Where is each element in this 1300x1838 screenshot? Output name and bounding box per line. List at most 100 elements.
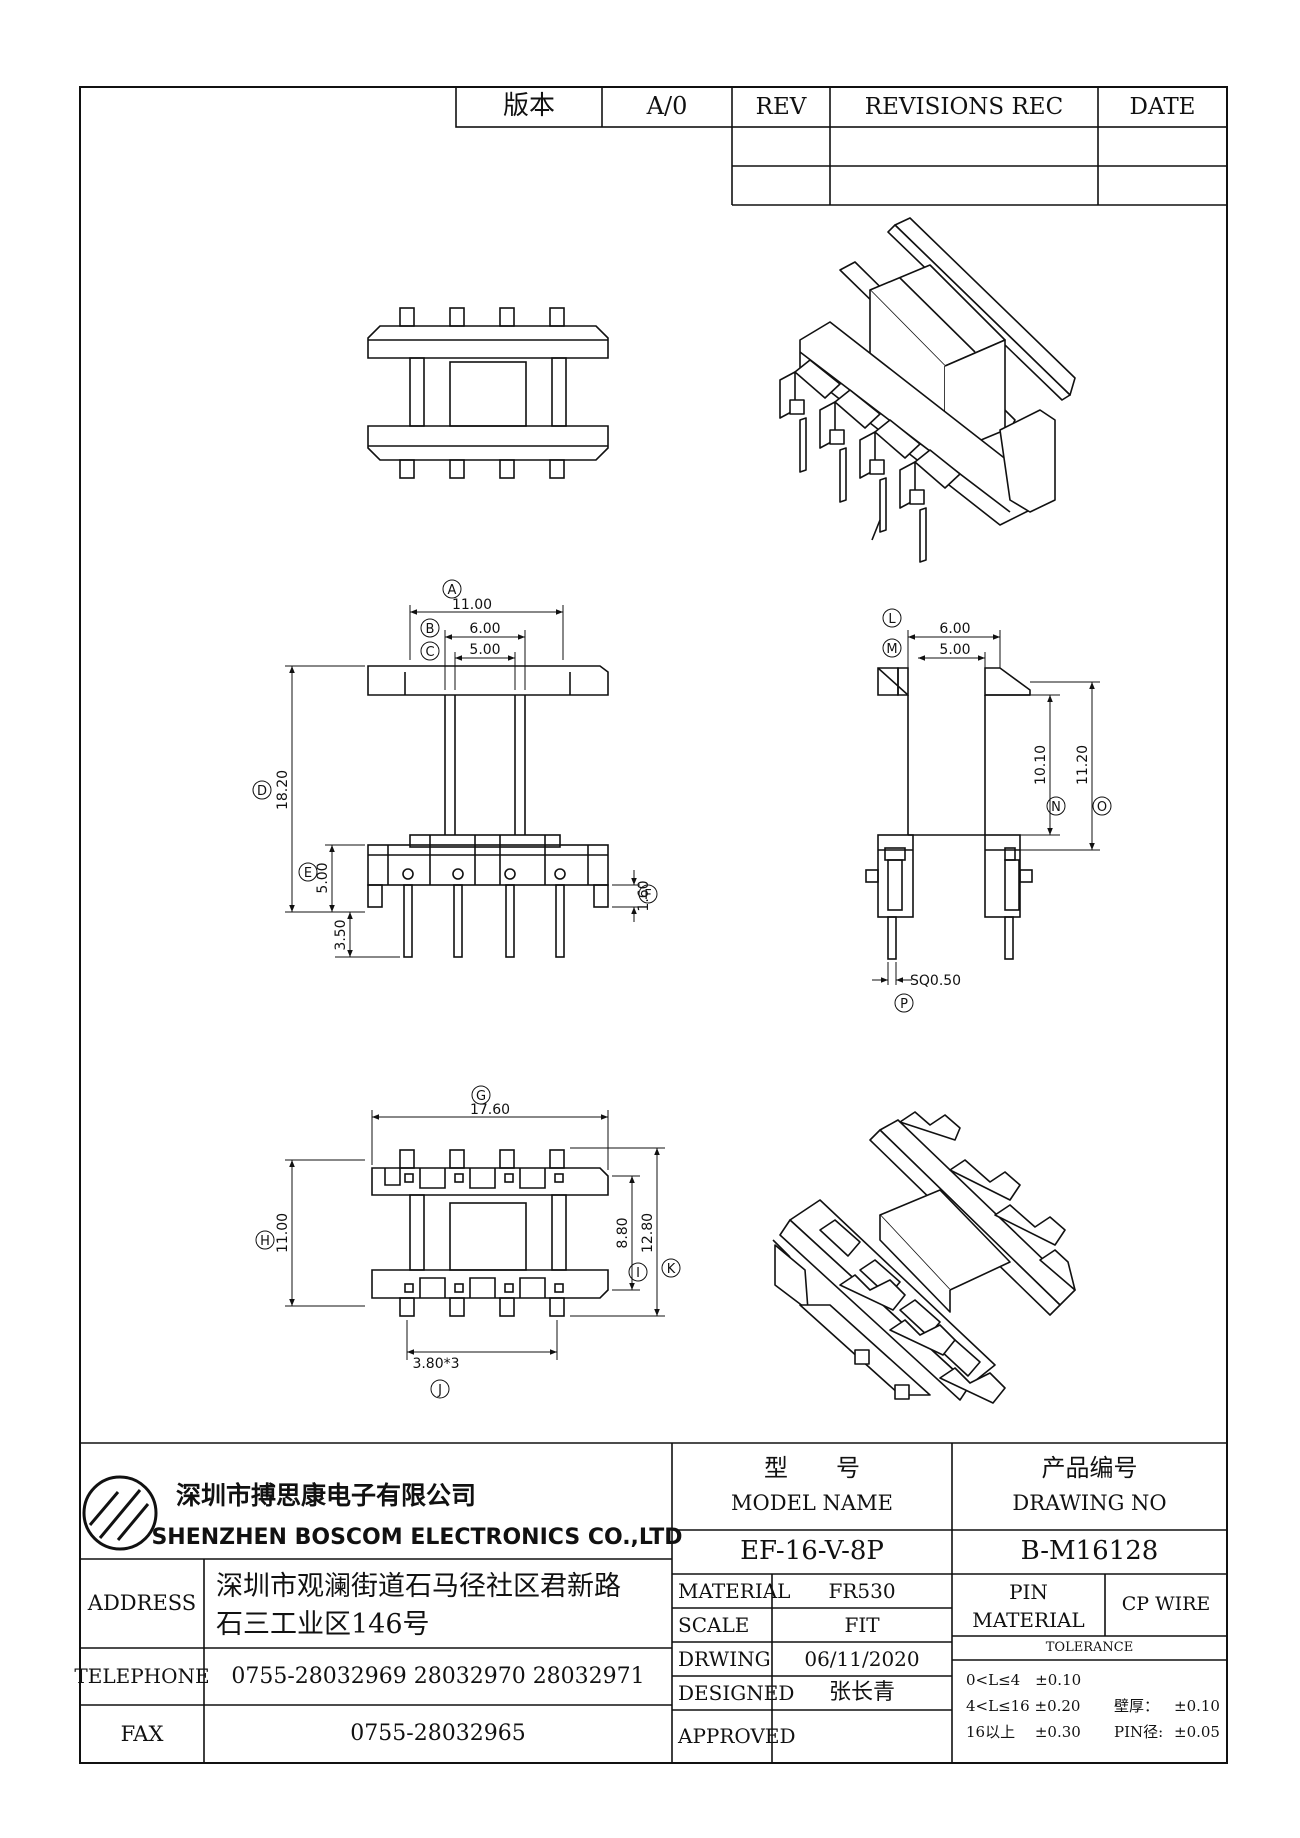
dim-f-value: 1.60 (636, 880, 652, 911)
dim-h-value: 11.00 (275, 1213, 291, 1253)
dim-k-value: 12.80 (640, 1213, 656, 1253)
isometric-view-bottom (772, 1111, 1076, 1404)
company-logo (82, 1475, 158, 1551)
balloon-f: F (638, 884, 658, 904)
model-name-cn: 型 号 (764, 1454, 860, 1483)
top-view (367, 307, 609, 479)
pin-diameter-value: ±0.05 (1174, 1723, 1220, 1742)
pin-material-label-1: PIN (1009, 1579, 1048, 1604)
designed-value: 张长青 (828, 1680, 895, 1706)
reference-balloons: A B C D E F L M N O P G H I K J (252, 579, 1112, 1399)
dim-p-value: SQ0.50 (910, 973, 961, 989)
rev-header: REV (755, 93, 807, 120)
drawing-no-value: B-M16128 (1020, 1536, 1159, 1567)
svg-text:H: H (260, 1234, 270, 1249)
approved-label: APPROVED (678, 1724, 796, 1748)
dim-j-value: 3.80*3 (412, 1356, 459, 1372)
drawing-no-en: DRAWING NO (1012, 1490, 1167, 1515)
svg-text:N: N (1051, 800, 1061, 815)
tolerance-row-1: 0<L≤4 ±0.10 (966, 1671, 1082, 1690)
title-block-grid (80, 1442, 1227, 1763)
tolerance-label: TOLERANCE (1045, 1639, 1134, 1655)
dim-pin-length-value: 3.50 (333, 919, 349, 950)
svg-text:I: I (636, 1266, 640, 1281)
balloon-g: G (471, 1085, 491, 1105)
version-label: 版本 (502, 91, 555, 122)
fax-label: FAX (120, 1721, 164, 1746)
dim-o-value: 11.20 (1075, 745, 1091, 785)
balloon-e: E (298, 862, 318, 882)
fax-value: 0755-28032965 (350, 1721, 526, 1747)
dim-a-value: 11.00 (452, 597, 492, 613)
drawing-no-cn: 产品编号 (1041, 1454, 1138, 1483)
side-view-dimensions (872, 630, 1100, 985)
front-view (367, 665, 609, 958)
company-name-cn: 深圳市搏思康电子有限公司 (176, 1480, 477, 1510)
balloon-n: N (1046, 796, 1066, 816)
side-view (865, 667, 1033, 960)
version-value: A/0 (646, 92, 688, 121)
drwing-value: 06/11/2020 (804, 1646, 920, 1671)
balloon-l: L (882, 608, 902, 628)
dimension-labels: 11.00 6.00 5.00 18.20 5.00 3.50 1.60 6.0… (275, 597, 1091, 1372)
balloon-b: B (420, 618, 440, 638)
tolerance-row-3: 16以上 ±0.30 (966, 1723, 1081, 1742)
svg-text:M: M (886, 642, 897, 657)
svg-text:G: G (476, 1089, 486, 1104)
balloon-k: K (661, 1258, 681, 1278)
drwing-label: DRWING (678, 1646, 771, 1671)
company-name-en: SHENZHEN BOSCOM ELECTRONICS CO.,LTD (151, 1525, 683, 1551)
material-value: FR530 (828, 1578, 896, 1603)
dim-l-value: 6.00 (939, 621, 970, 637)
bottom-view (371, 1149, 609, 1317)
isometric-view-top (779, 217, 1076, 563)
svg-text:B: B (426, 622, 435, 637)
wall-thickness-value: ±0.10 (1174, 1697, 1220, 1716)
telephone-value: 0755-28032969 28032970 28032971 (231, 1663, 645, 1689)
svg-text:K: K (667, 1262, 676, 1277)
tolerance-row-2: 4<L≤16 ±0.20 (966, 1697, 1081, 1716)
svg-text:A: A (448, 583, 457, 598)
svg-text:F: F (644, 888, 651, 903)
bottom-view-dimensions (285, 1110, 665, 1360)
dim-c-value: 5.00 (469, 642, 500, 658)
scale-label: SCALE (678, 1612, 750, 1637)
material-label: MATERIAL (678, 1578, 791, 1603)
dim-d-value: 18.20 (275, 770, 291, 810)
address-label: ADDRESS (87, 1591, 197, 1616)
revisions-header: REVISIONS REC (864, 93, 1064, 120)
scale-value: FIT (844, 1612, 880, 1637)
balloon-i: I (628, 1262, 648, 1282)
date-header: DATE (1129, 93, 1196, 120)
balloon-h: H (255, 1230, 275, 1250)
balloon-a: A (442, 579, 462, 599)
dim-m-value: 5.00 (939, 642, 970, 658)
pin-material-label-2: MATERIAL (972, 1607, 1085, 1632)
svg-text:P: P (900, 997, 908, 1012)
model-name-en: MODEL NAME (731, 1490, 893, 1515)
dim-e-value: 5.00 (315, 862, 331, 893)
balloon-p: P (894, 993, 914, 1013)
balloon-j: J (430, 1379, 450, 1399)
front-view-dimensions (285, 605, 640, 958)
wall-thickness-label: 壁厚： (1114, 1697, 1160, 1716)
svg-text:L: L (888, 612, 896, 627)
dim-b-value: 6.00 (469, 621, 500, 637)
svg-text:E: E (304, 866, 312, 881)
balloon-c: C (420, 641, 440, 661)
balloon-d: D (252, 780, 272, 800)
svg-text:D: D (257, 784, 267, 799)
svg-text:J: J (437, 1383, 442, 1398)
address-line-1: 深圳市观澜街道石马径社区君新路 (216, 1571, 621, 1603)
designed-label: DESIGNED (678, 1680, 795, 1705)
revision-table-grid (455, 86, 1228, 206)
svg-text:C: C (425, 645, 434, 660)
balloon-m: M (882, 638, 902, 658)
dim-g-value: 17.60 (470, 1102, 510, 1118)
telephone-label: TELEPHONE (74, 1664, 210, 1688)
svg-text:O: O (1097, 800, 1107, 815)
model-name-value: EF-16-V-8P (740, 1536, 884, 1567)
address-line-2: 石三工业区146号 (216, 1609, 430, 1641)
dim-i-value: 8.80 (615, 1217, 631, 1248)
pin-diameter-label: PIN径: (1114, 1723, 1164, 1742)
